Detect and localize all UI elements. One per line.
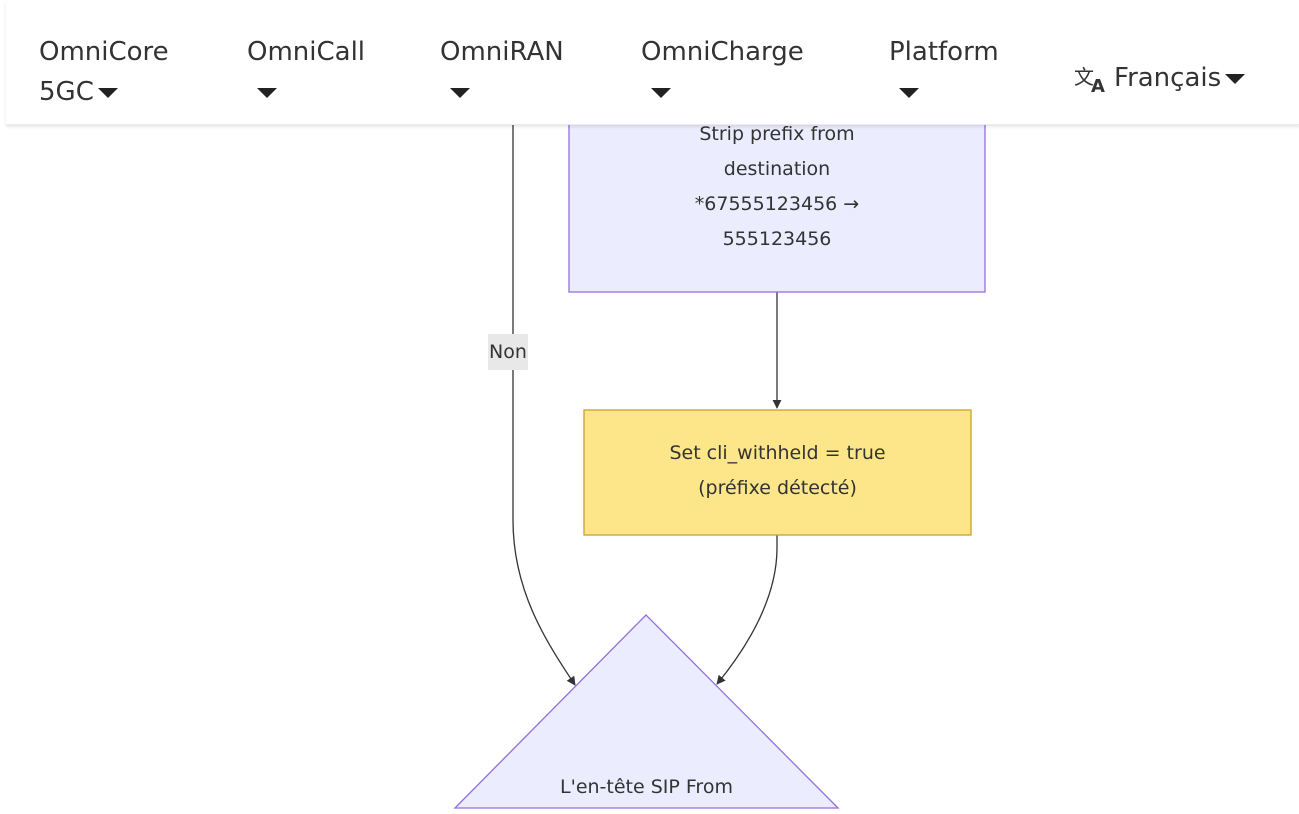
top-navigation-bar: OmniCore 5GC OmniCall OmniRAN OmniCharge… — [6, 0, 1299, 125]
node-sip-from-line: L'en-tête SIP From — [560, 776, 733, 798]
caret-down-icon — [450, 87, 470, 98]
translate-icon: 文 A — [1074, 65, 1105, 94]
nav-item-omnicall[interactable]: OmniCall — [247, 32, 365, 112]
node-strip-prefix-line: *67555123456 → — [694, 193, 860, 215]
edge-no-branch — [512, 120, 576, 686]
nav-item-omnicore-5gc[interactable]: OmniCore 5GC — [39, 32, 169, 112]
nav-item-label: OmniRAN — [440, 37, 564, 67]
svg-text:A: A — [1091, 76, 1105, 94]
node-strip-prefix — [568, 109, 986, 293]
caret-down-icon — [1225, 73, 1246, 84]
node-strip-prefix-line: Strip prefix from — [699, 123, 855, 145]
nav-item-label: OmniCharge — [641, 37, 804, 67]
node-strip-prefix-label: Strip prefix from destination *675551234… — [569, 117, 985, 257]
node-set-cli-label: Set cli_withheld = true (préfixe détecté… — [584, 436, 971, 506]
node-strip-prefix-line: destination — [723, 158, 831, 180]
nav-item-omnicharge[interactable]: OmniCharge — [641, 32, 804, 112]
caret-down-icon — [97, 87, 118, 98]
nav-item-platform[interactable]: Platform — [889, 32, 999, 112]
nav-item-label: OmniCore — [39, 37, 169, 67]
nav-item-label: 5GC — [39, 77, 94, 107]
caret-down-icon — [257, 87, 277, 98]
caret-down-icon — [651, 87, 671, 98]
node-set-cli-line: Set cli_withheld = true — [669, 442, 886, 464]
nav-item-label: Platform — [889, 37, 999, 67]
node-set-cli-withheld — [583, 409, 972, 536]
language-label: Français — [1114, 63, 1222, 93]
node-strip-prefix-line: 555123456 — [722, 228, 832, 250]
svg-text:文: 文 — [1074, 65, 1094, 89]
node-set-cli-line: (préfixe détecté) — [698, 477, 857, 499]
node-sip-from — [453, 614, 840, 809]
node-sip-from-label: L'en-tête SIP From — [455, 770, 838, 805]
language-selector[interactable]: 文 A Français — [1074, 58, 1246, 98]
nav-item-omniran[interactable]: OmniRAN — [440, 32, 564, 112]
edge-label-no: Non — [488, 334, 528, 370]
nav-item-label: OmniCall — [247, 37, 366, 67]
caret-down-icon — [899, 87, 919, 98]
edge-set-cli-to-sip-from — [716, 535, 778, 685]
